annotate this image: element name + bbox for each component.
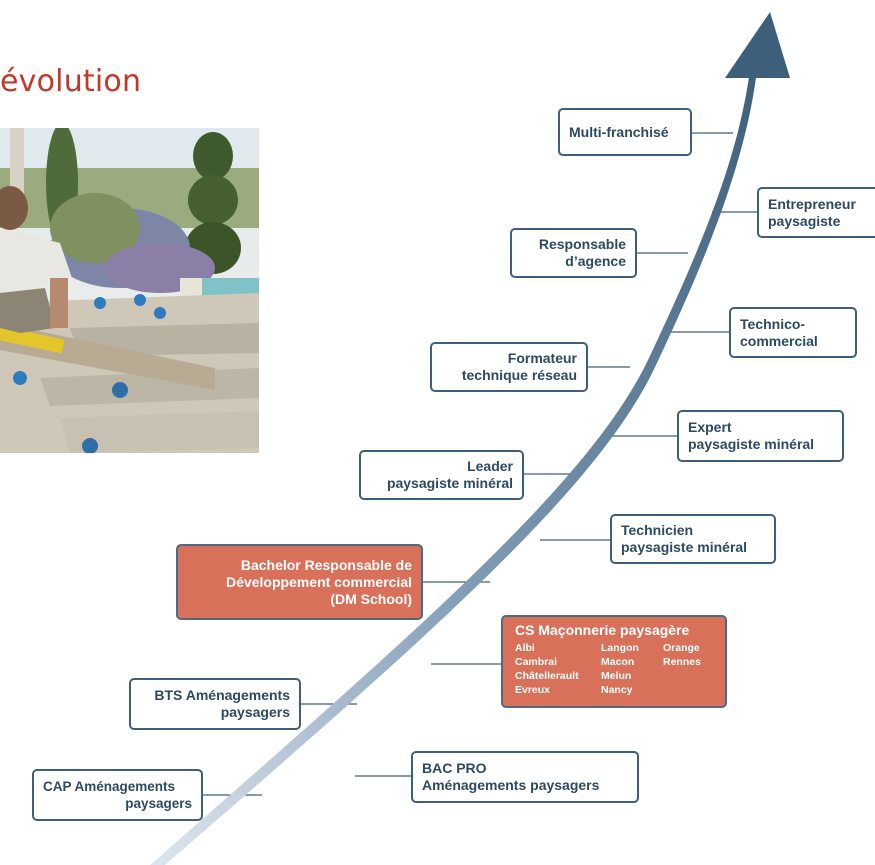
town-column: Langon Macon Melun Nancy [601,641,663,697]
stage-bac-pro: BAC PRO Aménagements paysagers [411,751,639,803]
stage-line: Entrepreneur [768,195,856,212]
town: Orange [663,642,700,654]
stage-line: Aménagements paysagers [422,777,600,793]
stage-line: paysagers [220,704,290,720]
landscaper-photo [0,128,259,453]
stage-bts: BTS Aménagements paysagers [129,678,301,730]
stage-line: paysagiste minéral [386,475,513,491]
town: Rennes [663,656,701,668]
stage-line: Technicien [621,522,694,538]
stage-technicien: Technicien paysagiste minéral [610,514,776,564]
stage-entrepreneur: Entrepreneur paysagiste [757,187,875,238]
stage-line: Formateur [507,350,577,366]
stage-line: paysagiste minéral [688,436,815,452]
stage-technico: Technico- commercial [729,307,857,358]
town: Châtellerault [515,670,579,682]
stage-line: paysagiste minéral [621,539,748,555]
town-column: Orange Rennes [663,641,723,697]
stage-multi-franchise: Multi-franchisé [558,108,692,156]
town: Langon [601,642,639,654]
stage-line: d’agence [565,253,626,269]
stage-line: (DM School) [330,590,412,607]
town: Nancy [601,684,633,696]
arrow-head [725,12,790,78]
stage-expert: Expert paysagiste minéral [677,410,844,462]
town: Albi [515,642,535,654]
town: Evreux [515,684,551,696]
stage-cs-maconnerie: CS Maçonnerie paysagère Albi Cambrai Châ… [501,615,727,708]
page-title: évolution [0,64,142,99]
stage-line: CS Maçonnerie paysagère [515,622,690,638]
town-column: Albi Cambrai Châtellerault Evreux [515,641,601,697]
stage-leader: Leader paysagiste minéral [359,450,524,500]
stage-line: Expert [688,419,732,435]
stage-line: Bachelor Responsable de [240,556,412,573]
stage-line: Développement commercial [226,573,412,590]
stage-line: commercial [740,332,818,349]
stage-line: Leader [467,458,513,474]
stage-line: BTS Aménagements [154,687,290,703]
town: Cambrai [515,656,558,668]
stage-line: BAC PRO [422,760,487,776]
stage-line: technique réseau [461,367,577,383]
town-list: Albi Cambrai Châtellerault Evreux Langon… [515,641,713,697]
stage-line: CAP Aménagements [43,779,176,794]
stage-formateur: Formateur technique réseau [430,342,588,392]
town: Macon [601,656,635,668]
town: Melun [601,670,632,682]
stage-line: paysagers [125,796,192,811]
stage-line: Multi-franchisé [569,123,669,140]
stage-responsable: Responsable d’agence [510,228,637,278]
stage-line: paysagiste [768,212,841,229]
stage-line: Responsable [538,236,626,252]
stage-bachelor: Bachelor Responsable de Développement co… [176,544,423,620]
stage-cap: CAP Aménagements paysagers [32,769,203,821]
stage-line: Technico- [740,315,806,332]
